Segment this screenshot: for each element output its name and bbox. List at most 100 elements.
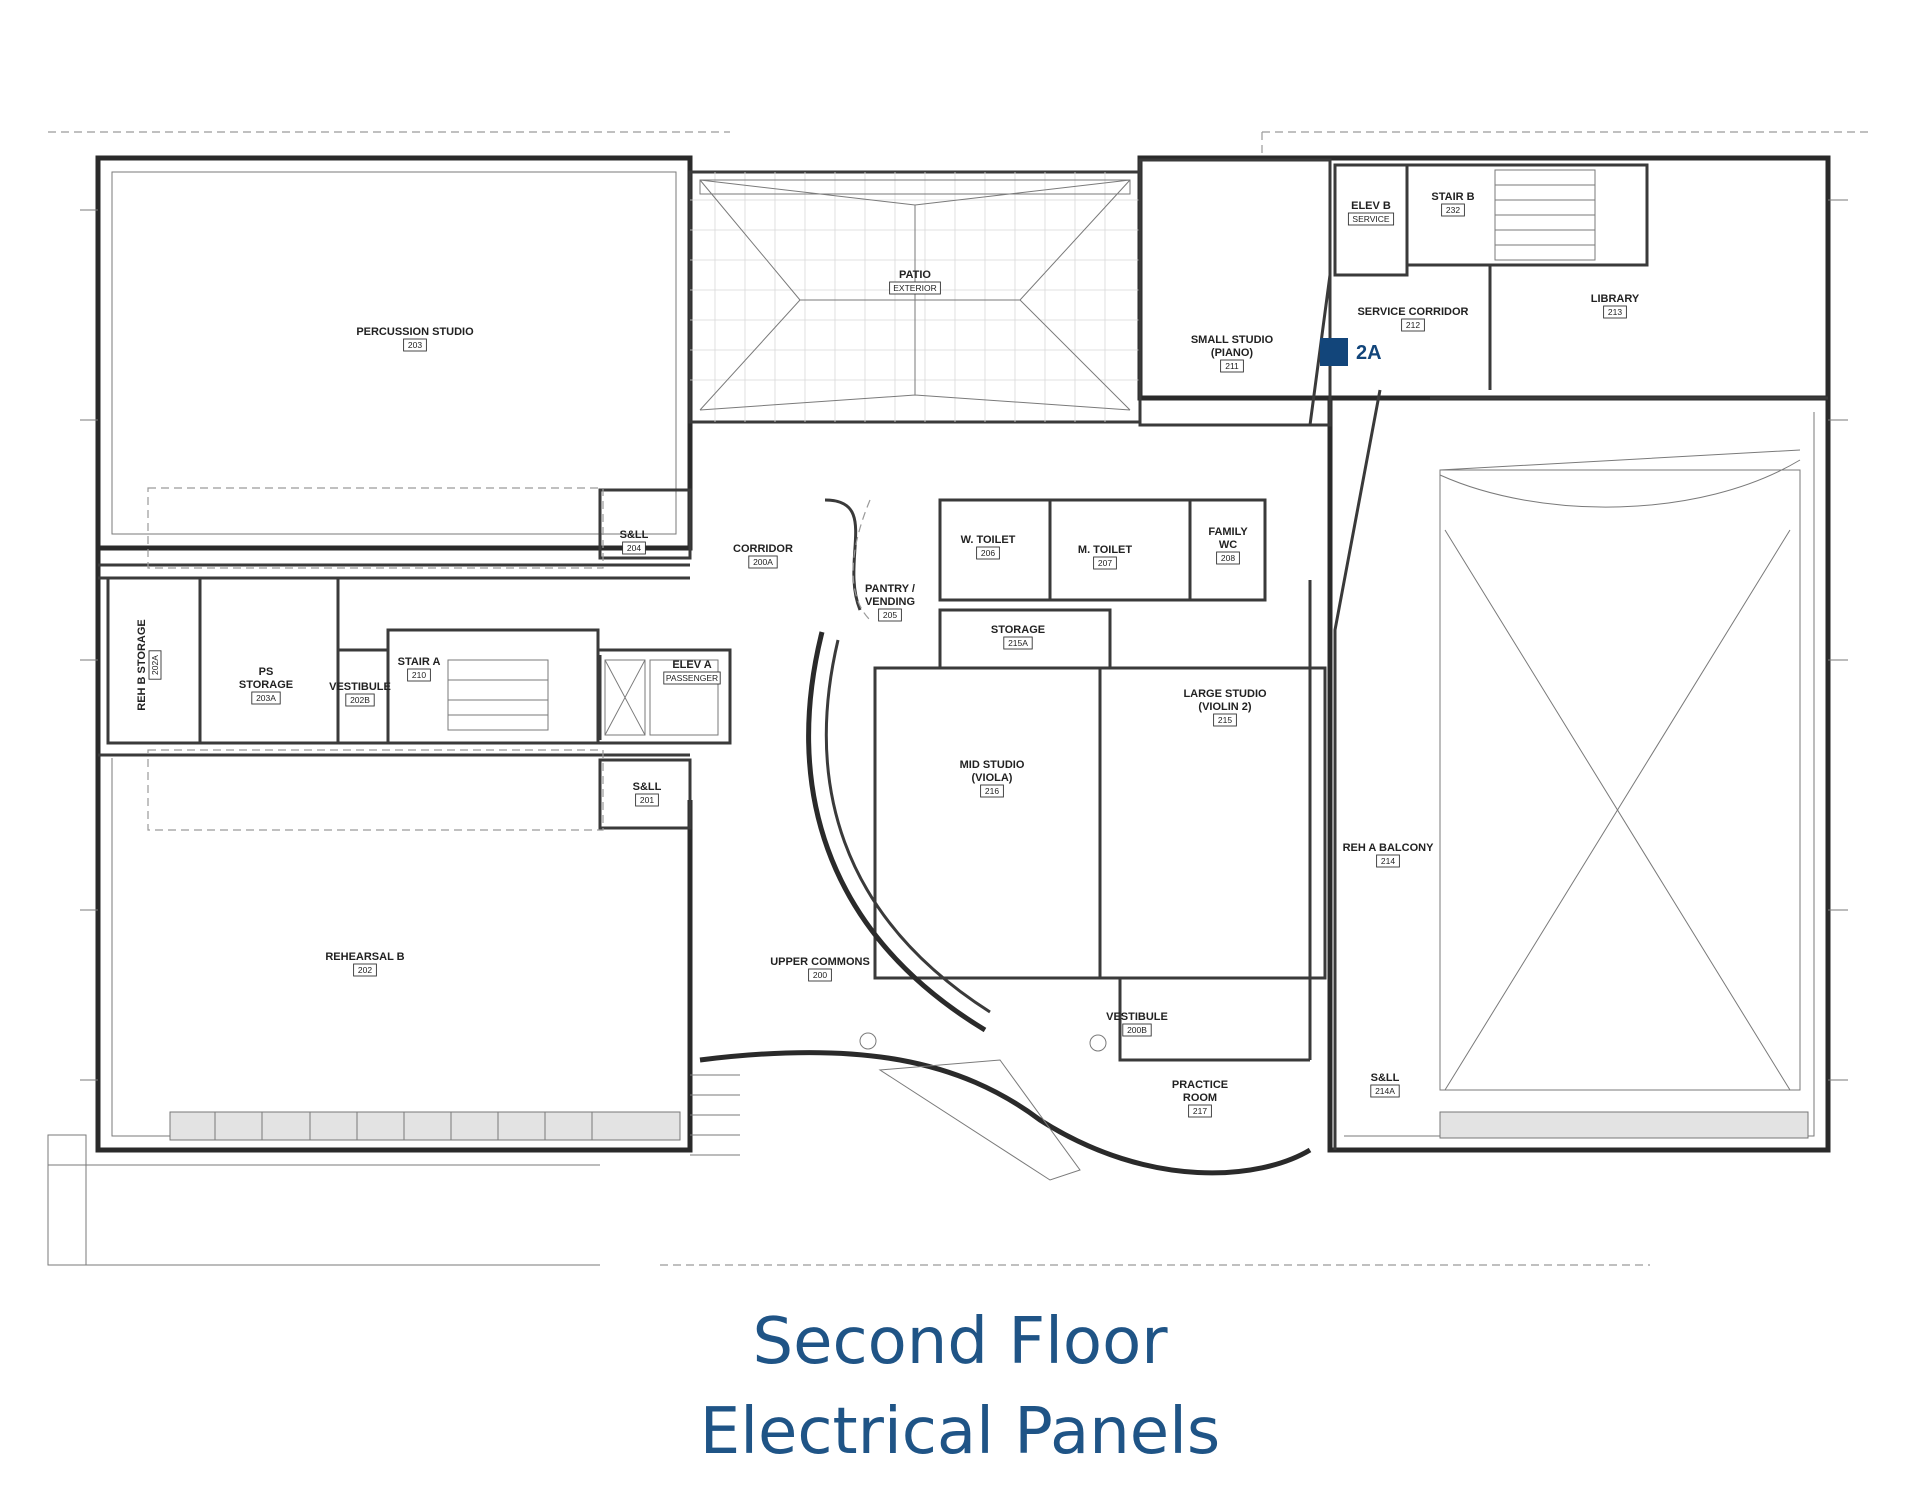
room-name: FAMILY: [1208, 526, 1248, 538]
room-name-line-2: STORAGE: [239, 679, 293, 691]
room-number: 217: [1193, 1106, 1207, 1116]
curved-walls: [690, 631, 1312, 1181]
room-label-sll-201: S&LL 201: [633, 781, 662, 807]
room-number-box: [663, 671, 721, 685]
room-number-box: [976, 546, 1000, 560]
room-number-box: [1093, 556, 1117, 570]
room-name: REH A BALCONY: [1343, 842, 1435, 854]
room-number-box: [1370, 1084, 1400, 1098]
room-name: REH B STORAGE: [136, 619, 148, 710]
room-number: 205: [883, 610, 897, 620]
room-name: M. TOILET: [1078, 544, 1132, 556]
room-number: 211: [1225, 361, 1239, 371]
room-number: 212: [1406, 320, 1420, 330]
room-number: 200: [813, 970, 827, 980]
room-number: 208: [1221, 553, 1235, 563]
room-label-large-studio: LARGE STUDIO(VIOLIN 2) 215: [1183, 688, 1267, 727]
room-name: PANTRY /: [865, 583, 915, 595]
room-name: SERVICE CORRIDOR: [1357, 306, 1468, 318]
room-label-service-corridor: SERVICE CORRIDOR 212: [1357, 306, 1469, 332]
room-label-rehearsal-b: REHEARSAL B 202: [325, 951, 405, 977]
room-name: SMALL STUDIO: [1191, 334, 1274, 346]
room-number: 232: [1446, 205, 1460, 215]
room-number-box: [878, 608, 902, 622]
electrical-panel-marker[interactable]: 2A: [1320, 338, 1382, 366]
room-name: MID STUDIO: [960, 759, 1025, 771]
room-number-box: [1603, 305, 1627, 319]
room-number: 200A: [753, 557, 773, 567]
room-label-vestibule-202b: VESTIBULE 202B: [329, 681, 391, 707]
exterior-walls: [95, 155, 1831, 1153]
room-name: STAIR B: [1431, 191, 1474, 203]
room-number: PASSENGER: [666, 673, 718, 683]
room-name: PS: [259, 666, 274, 678]
room-name-line-2: WC: [1219, 539, 1237, 551]
room-number-box: [148, 650, 162, 680]
room-name: CORRIDOR: [733, 543, 793, 555]
room-number: 213: [1608, 307, 1622, 317]
room-name-line-2: (PIANO): [1211, 347, 1254, 359]
room-number: 203A: [256, 693, 276, 703]
title-line-2: Electrical Panels: [699, 1395, 1221, 1469]
room-number: 210: [412, 670, 426, 680]
room-number: 214A: [1375, 1086, 1395, 1096]
room-label-upper-commons: UPPER COMMONS 200: [770, 956, 870, 982]
room-number: SERVICE: [1352, 214, 1389, 224]
room-number: EXTERIOR: [893, 283, 936, 293]
room-label-pantry: PANTRY /VENDING 205: [865, 583, 915, 622]
room-label-small-studio: SMALL STUDIO(PIANO) 211: [1191, 334, 1274, 373]
room-name: PERCUSSION STUDIO: [356, 326, 474, 338]
room-label-reh-a-balcony: REH A BALCONY 214: [1343, 842, 1435, 868]
room-number-box: [1216, 551, 1240, 565]
room-number: 215A: [1008, 638, 1028, 648]
room-number-box: [1213, 713, 1237, 727]
room-label-stair-b: STAIR B 232: [1431, 191, 1475, 217]
room-name-line-2: ROOM: [1183, 1092, 1217, 1104]
room-number-box: [1441, 203, 1465, 217]
room-name: S&LL: [633, 781, 662, 793]
room-number-box: [403, 338, 427, 352]
room-number-box: [889, 281, 941, 295]
room-name: S&LL: [620, 529, 649, 541]
room-number: 201: [640, 795, 654, 805]
room-label-m-toilet: M. TOILET 207: [1078, 544, 1132, 570]
room-name: VESTIBULE: [329, 681, 391, 693]
room-number-box: [748, 555, 778, 569]
electrical-panel-2a-icon[interactable]: [1320, 338, 1348, 366]
bottom-window-band: [47, 1111, 1809, 1266]
room-name: LARGE STUDIO: [1183, 688, 1267, 700]
room-name-line-2: (VIOLIN 2): [1198, 701, 1252, 713]
room-name-line-2: (VIOLA): [972, 772, 1013, 784]
room-number-box: [407, 668, 431, 682]
room-number: 207: [1098, 558, 1112, 568]
room-number-box: [1376, 854, 1400, 868]
room-number: 216: [985, 786, 999, 796]
room-number: 202B: [350, 695, 370, 705]
room-number: 202A: [150, 655, 160, 675]
room-name: REHEARSAL B: [325, 951, 404, 963]
left-wing-walls: [98, 487, 732, 831]
upper-right-walls: [1138, 158, 1828, 1150]
room-number: 214: [1381, 856, 1395, 866]
room-name: UPPER COMMONS: [770, 956, 870, 968]
room-number: 215: [1218, 715, 1232, 725]
room-number: 202: [358, 965, 372, 975]
room-number-box: [1188, 1104, 1212, 1118]
room-number-box: [353, 963, 377, 977]
room-name-line-2: VENDING: [865, 596, 915, 608]
electrical-panel-2a-label: 2A: [1356, 342, 1382, 364]
room-number-box: [1003, 636, 1033, 650]
